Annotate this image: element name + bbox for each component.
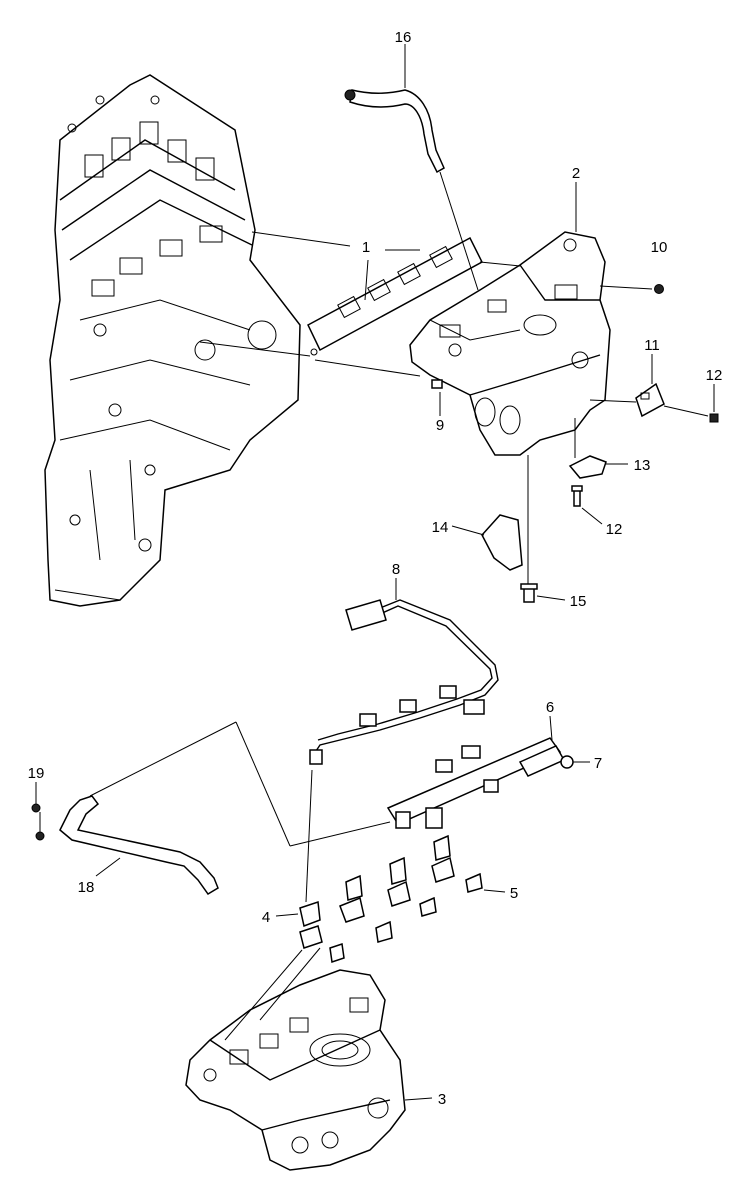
pcv-hose-16 (344, 89, 445, 174)
upper-intake-manifold (409, 231, 611, 456)
nut-10 (654, 284, 664, 294)
bolt-12a (709, 413, 719, 423)
engine-block (44, 74, 301, 607)
callout-16: 16 (395, 29, 412, 46)
nut-19 (31, 803, 41, 813)
callout-3: 3 (438, 1091, 446, 1108)
callout-2: 2 (572, 165, 580, 182)
callout-15: 15 (570, 593, 587, 610)
wiring-harness-8 (309, 599, 499, 765)
bolt-12b (571, 485, 583, 507)
cap-7 (560, 755, 574, 769)
callout-13: 13 (634, 457, 651, 474)
fuel-rail-6 (386, 737, 566, 829)
callout-5: 5 (510, 885, 518, 902)
leader-lines (35, 44, 715, 1101)
callout-9: 9 (436, 417, 444, 434)
callout-6: 6 (546, 699, 554, 716)
hose-18 (35, 795, 219, 895)
callout-14: 14 (432, 519, 449, 536)
bracket-14 (481, 514, 523, 571)
callout-10: 10 (651, 239, 668, 256)
callout-7: 7 (594, 755, 602, 772)
callout-12b: 12 (606, 521, 623, 538)
callout-11: 11 (644, 337, 660, 354)
bracket-11 (635, 382, 665, 418)
lower-intake-manifold (185, 969, 406, 1171)
callout-8: 8 (392, 561, 400, 578)
callout-12a: 12 (706, 367, 723, 384)
callout-18: 18 (78, 879, 95, 896)
callouts: 1 2 3 4 5 6 7 8 9 10 11 12 13 12 14 15 1… (28, 29, 723, 1108)
sensor-13 (568, 455, 607, 479)
injector-5b (387, 856, 437, 917)
callout-1: 1 (362, 239, 370, 256)
callout-4: 4 (262, 909, 270, 926)
injector-5c (431, 834, 483, 893)
stud-9 (431, 379, 443, 389)
injector-4 (299, 900, 345, 963)
injector-5a (339, 874, 393, 943)
bolt-15 (520, 583, 538, 603)
callout-19: 19 (28, 765, 45, 782)
